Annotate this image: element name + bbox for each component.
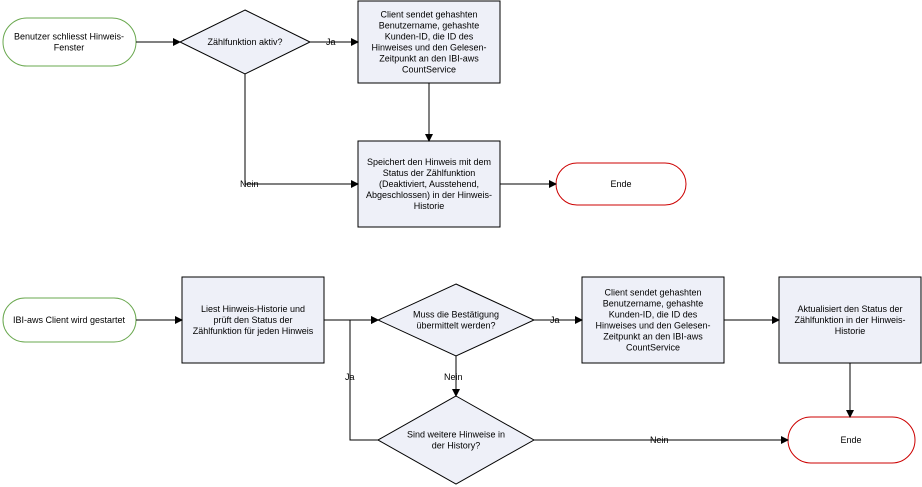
node-text-line: Ende: [610, 179, 631, 189]
node-text-line: Ende: [840, 435, 861, 445]
node-text-line: Historie: [414, 201, 445, 211]
label-yes-send: Ja: [550, 315, 560, 325]
node-text-line: Sind weitere Hinweise in: [407, 430, 505, 440]
node-text-line: prüft den Status der: [213, 315, 292, 325]
node-text-line: der History?: [432, 441, 481, 451]
node-text-line: Kunden-ID, die ID des: [385, 32, 474, 42]
process-read-history: [181, 276, 325, 364]
node-text-line: Benutzername, gehashte: [379, 21, 480, 31]
label-no-1: Nein: [240, 179, 259, 189]
node-text-line: Zählfunktion in der Hinweis-: [794, 315, 905, 325]
node-text-line: Zählfunktion für jeden Hinweis: [193, 326, 314, 336]
node-text-line: Abgeschlossen) in der Hinweis-: [366, 190, 492, 200]
node-text-line: Benutzer schliesst Hinweis-: [14, 32, 124, 42]
label-no-end: Nein: [650, 435, 669, 445]
node-text-line: Zeitpunkt an den IBI-aws: [379, 54, 479, 64]
node-text-line: Historie: [835, 326, 866, 336]
label-yes-1: Ja: [326, 37, 336, 47]
node-text-line: Client sendet gehashten: [380, 10, 477, 20]
node-text-line: Hinweises und den Gelesen-: [371, 43, 486, 53]
label-no-check: Nein: [444, 372, 463, 382]
node-text-line: Fenster: [54, 43, 85, 53]
node-text-line: Speichert den Hinweis mit dem: [367, 157, 491, 167]
end-terminator-1-text: Ende: [610, 179, 631, 189]
decision-counter-active-text: Zählfunktion aktiv?: [207, 37, 282, 47]
connector-loop-yes: [349, 316, 379, 441]
node-text-line: Zählfunktion aktiv?: [207, 37, 282, 47]
node-text-line: Muss die Bestätigung: [413, 310, 499, 320]
node-text-line: CountService: [626, 343, 680, 353]
process-send-hash-1: [357, 0, 501, 84]
node-text-line: Kunden-ID, die ID des: [609, 310, 698, 320]
node-text-line: Aktualisiert den Status der: [797, 304, 902, 314]
start-terminator-2-text: IBI-aws Client wird gestartet: [13, 315, 126, 325]
process-store-notice: [357, 140, 501, 228]
node-text-line: Zeitpunkt an den IBI-aws: [603, 332, 703, 342]
process-update-status: [778, 276, 922, 364]
label-yes-loop: Ja: [345, 372, 355, 382]
node-text-line: Status der Zählfunktion: [383, 168, 476, 178]
node-text-line: Client sendet gehashten: [604, 288, 701, 298]
connector-decision-no-to-store: [244, 74, 359, 188]
end-terminator-2-text: Ende: [840, 435, 861, 445]
process-send-hash-2: [581, 276, 725, 364]
node-text-line: Benutzername, gehashte: [603, 299, 704, 309]
node-text-line: IBI-aws Client wird gestartet: [13, 315, 126, 325]
node-text-line: (Deaktiviert, Ausstehend,: [379, 179, 479, 189]
node-text-line: Liest Hinweis-Historie und: [201, 304, 305, 314]
start-terminator-1-text: Benutzer schliesst Hinweis-Fenster: [14, 32, 124, 53]
node-text-line: CountService: [402, 65, 456, 75]
decision-more-notices: [376, 395, 536, 485]
node-text-line: Hinweises und den Gelesen-: [595, 321, 710, 331]
node-text-line: übermittelt werden?: [416, 321, 495, 331]
